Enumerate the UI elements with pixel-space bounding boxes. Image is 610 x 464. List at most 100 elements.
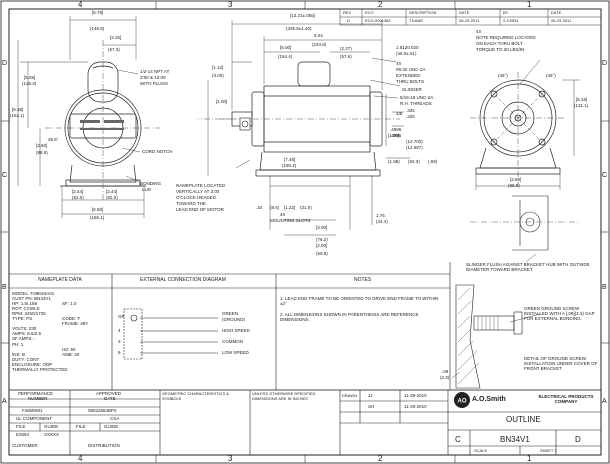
dim-label: [1.22] [284,205,296,210]
dim-label: (3.00) [212,73,224,78]
geometric-header: GEOMETRIC CHARACTERISTICS & SYMBOLS [162,391,229,401]
lead-color: GREEN [222,311,239,316]
sheet-label: SHEET 1 [540,448,557,453]
zone-label-top: 1 [527,0,532,9]
rev-header: ECO [365,10,374,15]
dim-label: .4996 [390,127,402,132]
note-item: 1. LEAD END FRAME TO BE ORIENTED TO DRIV… [280,296,439,306]
dim-label: (88.9) [508,183,520,188]
dim-label: [3.00] [316,225,328,230]
callout: ON EACH THRU BOLT [476,41,523,46]
date-label: DATE [104,396,116,401]
dim-label: (62.0) [106,195,118,200]
rev-date: 06-29-2011 [459,18,480,23]
zone-label-side: A [2,398,7,405]
callout: (46.0±.51) [396,51,417,56]
nameplate-line: TYPE: PS [12,316,33,321]
callout: NOTE REQUIRED LOCATED [476,35,536,40]
dim-label: .34 [256,205,263,210]
logo-text: A.O.Smith [472,396,506,403]
zone-label-side: C [2,172,8,179]
checked-by: SH [368,404,375,409]
rev-header: REV [343,10,352,15]
tolerance-header: UNLESS OTHERWISE SPECIFIED DIMENSIONS AR… [252,391,316,401]
dim-label: [5.05] [24,75,36,80]
rev-letter: D [347,18,350,23]
approved-date: 08022684BP2 [88,408,117,413]
dim-label: (57.3) [108,47,120,52]
callout: 3:00 & 12:00 [140,75,166,80]
callout: THRU BOLTS [396,79,425,84]
svg-text:AO: AO [458,399,467,405]
lead-number: GR [118,314,125,319]
rev-header: DATE [551,10,562,15]
dim-label: (88.9) [36,150,48,155]
callout: BONDING [140,181,162,186]
zone-label-top: 3 [228,0,233,9]
file-label: FILE [16,424,26,429]
dim-label: (50.8) [316,251,328,256]
company-logo-mark: AO [454,392,470,408]
dim-label: (57.6) [340,54,352,59]
nameplate-line: INS: B [12,352,26,357]
approved-label: APPROVED [96,391,122,396]
dim-label: (45°) [498,73,508,78]
zone-label-top: 4 [78,0,83,9]
dim-label: 9.24 [314,33,323,38]
callout: LEAD END OF MOTOR [176,207,224,212]
detail-dim: .09 [442,369,449,374]
dim-label: (45°) [546,73,556,78]
dim-label: [3.50] [36,143,48,148]
ul-guide: XXXXX [44,432,60,437]
detail-dim: (2.3) [440,375,450,380]
dim-label: (31.0) [300,205,312,210]
dim-label: [5.78] [92,10,104,15]
dim-label: [7.48] [284,157,296,162]
callout: WITH PLUGS [140,81,169,86]
callout: TORQUE TO 20 LBS/IN [476,47,525,52]
nameplate-line: MODEL: F48K84A01 [12,291,55,296]
scale-label: SCALE [474,448,488,453]
dim-label: (131.1) [574,103,589,108]
nameplate-line: RPM: 3450/1725 [12,311,46,316]
drawn-date: 11-29-2010 [404,393,427,398]
dim-label: 3/8 [396,111,403,116]
nameplate-line: VOLTS: 230 [12,326,37,331]
dim-label: [1.00] [388,133,400,138]
callout: 1.8120.020 [396,45,419,50]
drawing-rev: D [575,435,581,444]
zone-label-side: D [602,60,608,67]
rev-header: DESCRIPTION [409,10,437,15]
lead-number: 4 [118,328,121,333]
callout: 1/2-14 NPT AT [140,69,170,74]
dim-label: (128.3) [22,81,37,86]
nameplate-line: HP: 1.5/.188 [12,301,38,306]
zone-label-side: B [602,284,607,291]
dim-label: [5.00] [280,45,292,50]
dim-label: [1.00] [216,99,228,104]
dim-label: (1.98) [388,159,400,164]
ul-component-label: UL COMPONENT [16,416,53,421]
callout: LUG [142,187,152,192]
callout: EXTENDED [396,73,421,78]
detail-caption: DETAIL OF GROUND SCREW INSTALLATION UNDE… [524,356,598,371]
dim-label: (62.0) [72,195,84,200]
drawing-number: BN34V1 [500,435,530,444]
nameplate-line: AMPS: 6.5/2.5 [12,331,42,336]
rev-header: BY [503,10,509,15]
nameplate-line: ENCLOSURE: ODP [12,362,53,367]
number-label: NUMBER [28,396,48,401]
nameplate-line: HZ: 60 [62,347,76,352]
rev-eco: ECO-0001383 [365,18,391,23]
zone-label-bottom: 4 [78,454,83,463]
zone-label-bottom: 1 [527,454,532,463]
checked-date: 11-29-2010 [404,404,427,409]
lead-number: 3 [118,339,121,344]
zone-label-side: A [602,398,607,405]
performance-number: F48M2W1 [22,408,43,413]
callout: NAMEPLATE LOCATED [176,183,226,188]
sheet-size: C [455,435,461,444]
dim-label: (190.2) [282,163,297,168]
callout: R.H. THREADS [400,101,432,106]
dim-label: [6.38] [12,107,24,112]
